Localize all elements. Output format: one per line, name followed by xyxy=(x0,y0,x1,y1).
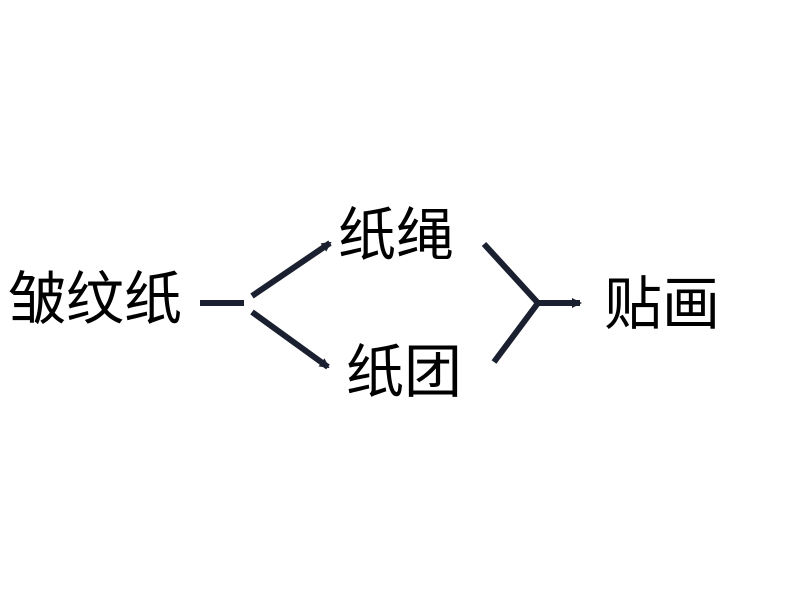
arrow-to-paper-ball xyxy=(250,309,330,370)
merge-line-bottom xyxy=(491,301,541,364)
arrow-to-paper-rope xyxy=(250,240,332,299)
node-paper-ball: 纸团 xyxy=(346,338,463,406)
node-crepe-paper: 皱纹纸 xyxy=(8,265,183,333)
node-collage: 贴画 xyxy=(604,270,721,338)
node-paper-rope: 纸绳 xyxy=(338,201,455,269)
merge-line-top xyxy=(481,241,541,306)
